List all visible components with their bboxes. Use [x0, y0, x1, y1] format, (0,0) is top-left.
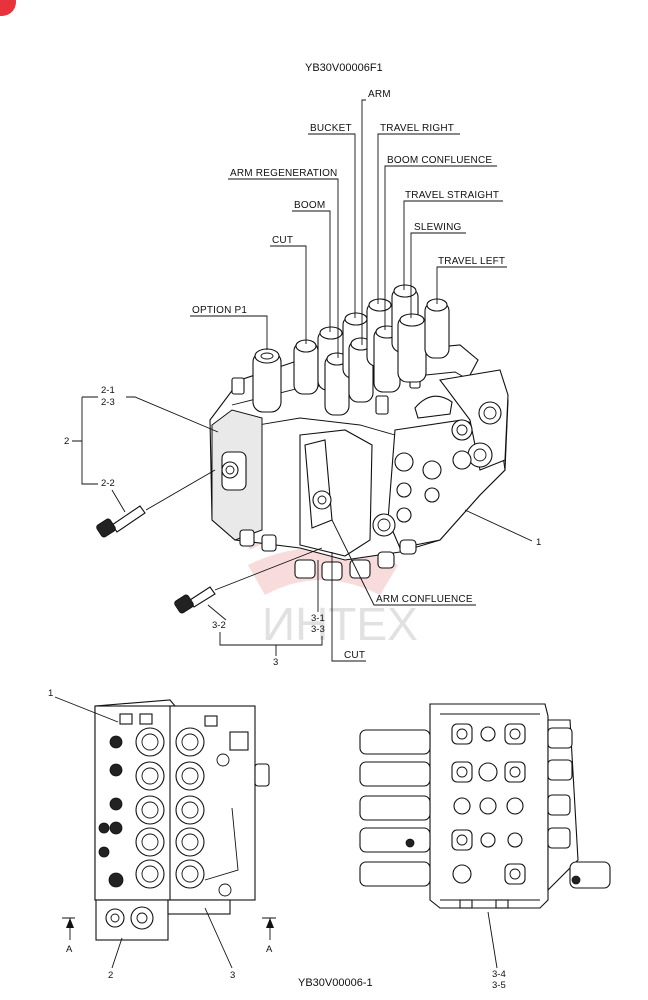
side-callouts: 2-1 2-3 2 2-2 1 ARM CONFLUENCE 3-2 3-1 3…	[64, 385, 541, 668]
callout-bottom-2: 2	[108, 970, 113, 981]
label-slewing: SLEWING	[414, 222, 462, 233]
bolt-2-2	[96, 469, 216, 538]
label-arm: ARM	[368, 89, 391, 100]
label-travel-straight: TRAVEL STRAIGHT	[405, 190, 499, 201]
main-valve-assembly	[209, 344, 509, 581]
top-drawing-code: YB30V00006F1	[305, 62, 383, 74]
label-arm-regeneration: ARM REGENERATION	[230, 168, 337, 179]
section-marker-a-right: A	[266, 944, 273, 955]
label-option-p1: OPTION P1	[192, 305, 247, 316]
bolt-3-2	[174, 547, 323, 614]
label-bucket: BUCKET	[310, 123, 352, 134]
callout-2-3: 2-3	[101, 397, 115, 408]
label-arm-confluence: ARM CONFLUENCE	[376, 594, 473, 605]
callout-3-5: 3-5	[492, 980, 506, 991]
callout-3: 3	[273, 657, 278, 668]
section-marker-a-left: A	[66, 944, 73, 955]
top-callouts: ARM BUCKET TRAVEL RIGHT BOOM CONFLUENCE …	[190, 89, 507, 358]
spool-caps	[252, 284, 450, 416]
watermark-text: ИНТЕХ	[262, 598, 418, 650]
front-view-left-ports	[98, 727, 232, 897]
callout-3-4: 3-4	[492, 969, 506, 980]
label-cut-top: CUT	[272, 235, 293, 246]
callout-bottom-3: 3	[230, 970, 235, 981]
label-travel-right: TRAVEL RIGHT	[380, 123, 454, 134]
label-travel-left: TRAVEL LEFT	[438, 256, 505, 267]
callout-2-2: 2-2	[101, 478, 115, 489]
bottom-right-callouts: 3-4 3-5	[487, 911, 506, 991]
label-boom: BOOM	[294, 200, 325, 211]
callout-2-1: 2-1	[101, 385, 115, 396]
bottom-drawing-code: YB30V00006-1	[298, 977, 373, 989]
callout-3-2: 3-2	[212, 620, 226, 631]
callout-3-3: 3-3	[311, 624, 325, 635]
callout-1: 1	[536, 537, 541, 548]
label-cut-bottom: CUT	[344, 650, 365, 661]
callout-bottom-1: 1	[48, 688, 53, 699]
bottom-left-callouts: 1 2 3 A A	[48, 688, 276, 981]
rear-view-right	[359, 703, 611, 909]
callout-2: 2	[64, 436, 69, 447]
callout-3-1: 3-1	[311, 613, 325, 624]
label-boom-confluence: BOOM CONFLUENCE	[387, 155, 492, 166]
corner-badge	[0, 0, 16, 16]
